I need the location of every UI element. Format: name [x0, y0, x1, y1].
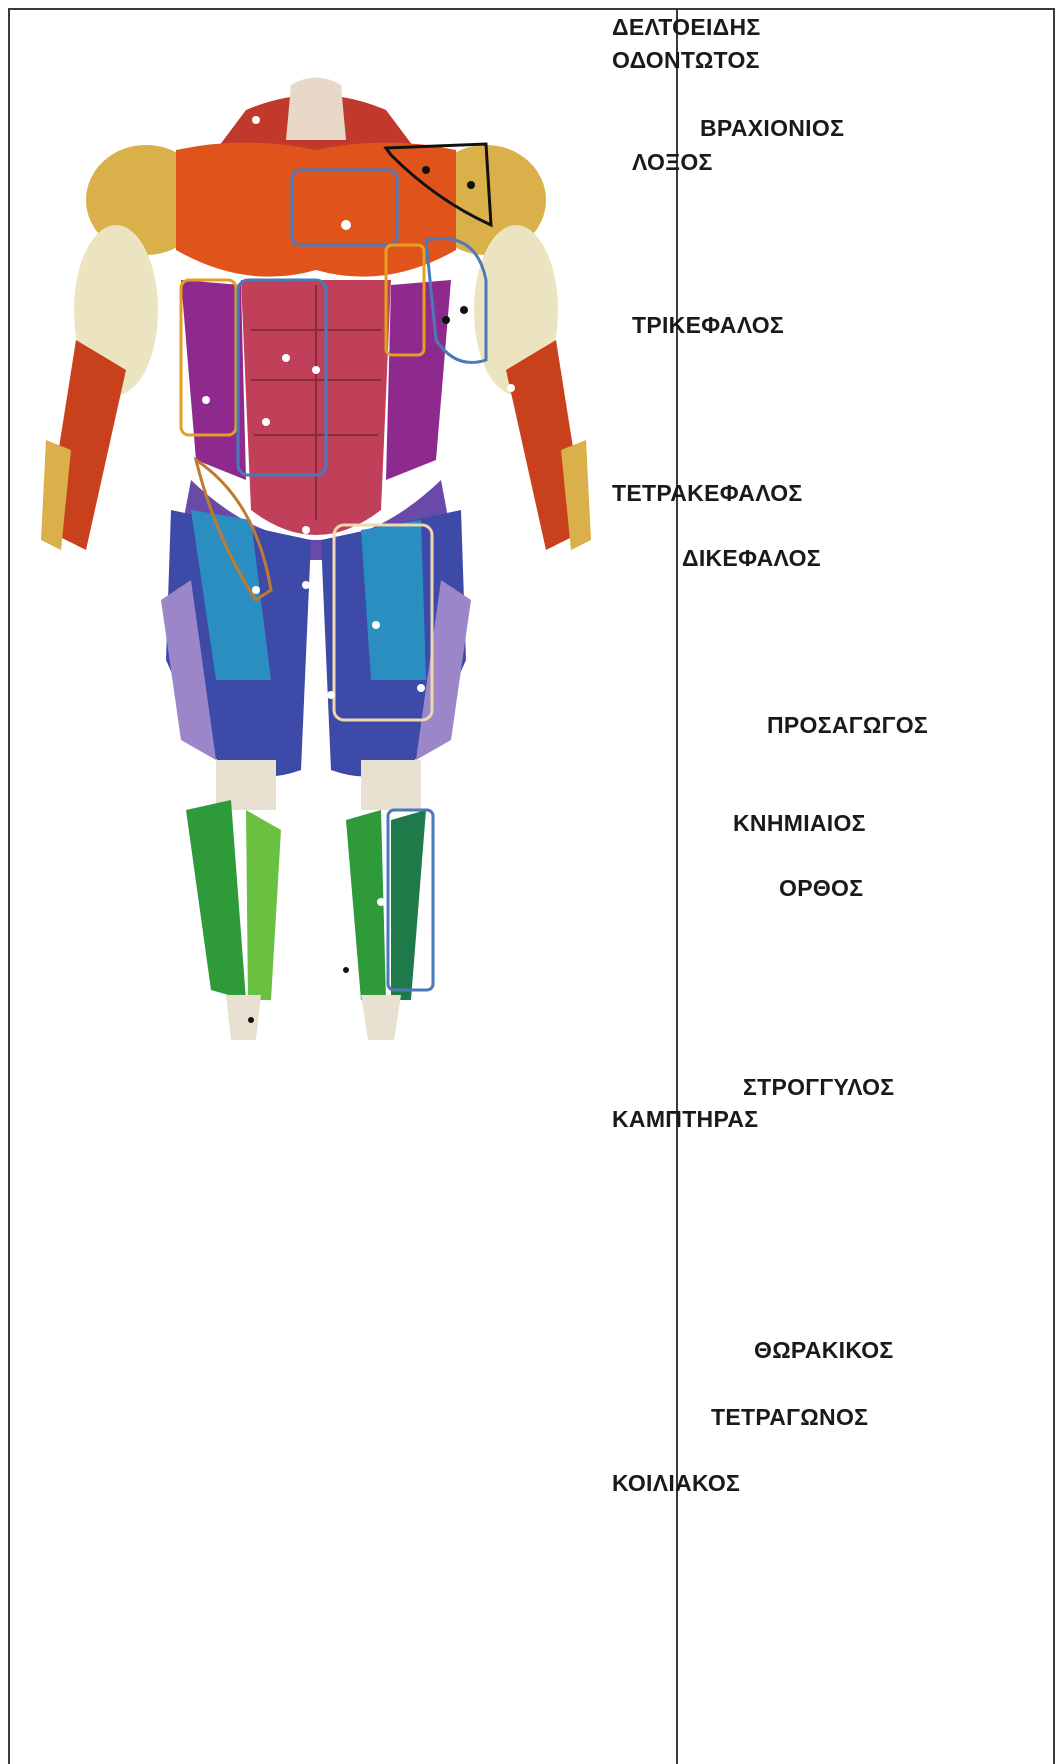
right-oblique-shape	[386, 280, 451, 480]
label-brachialis: ΒΡΑΧΙΟΝΙΟΣ	[700, 115, 844, 142]
right-shin-shape	[391, 810, 426, 1000]
label-teres: ΣΤΡΟΓΓΥΛΟΣ	[743, 1074, 894, 1101]
left-calf-shape	[186, 800, 246, 1000]
column-divider	[676, 8, 678, 1764]
muscle-anatomy-figure	[16, 40, 616, 1140]
neck-shape	[286, 78, 346, 141]
label-rectus: ΟΡΘΟΣ	[779, 875, 863, 902]
right-knee-shape	[361, 760, 421, 810]
label-pectoral: ΘΩΡΑΚΙΚΟΣ	[754, 1337, 894, 1364]
label-abdominal: ΚΟΙΛΙΑΚΟΣ	[612, 1470, 740, 1497]
label-biceps: ΔΙΚΕΦΑΛΟΣ	[682, 545, 821, 572]
left-pectoral-shape	[176, 143, 316, 277]
label-oblique: ΛΟΞΟΣ	[632, 149, 713, 176]
label-flexor: ΚΑΜΠΤΗΡΑΣ	[612, 1106, 758, 1133]
left-shin-shape	[246, 810, 281, 1000]
left-ankle-shape	[226, 995, 261, 1040]
right-quadriceps-shape	[361, 520, 426, 680]
label-quadriceps: ΤΕΤΡΑΚΕΦΑΛΟΣ	[612, 480, 803, 507]
label-tibialis: ΚΝΗΜΙΑΙΟΣ	[733, 810, 866, 837]
label-triceps: ΤΡΙΚΕΦΑΛΟΣ	[632, 312, 784, 339]
label-adductor: ΠΡΟΣΑΓΩΓΟΣ	[767, 712, 928, 739]
label-serratus: ΟΔΟΝΤΩΤΟΣ	[612, 47, 760, 74]
right-ankle-shape	[361, 995, 401, 1040]
label-quadratus: ΤΕΤΡΑΓΩΝΟΣ	[711, 1404, 868, 1431]
label-deltoid: ΔΕΛΤΟΕΙΔΗΣ	[612, 14, 761, 41]
